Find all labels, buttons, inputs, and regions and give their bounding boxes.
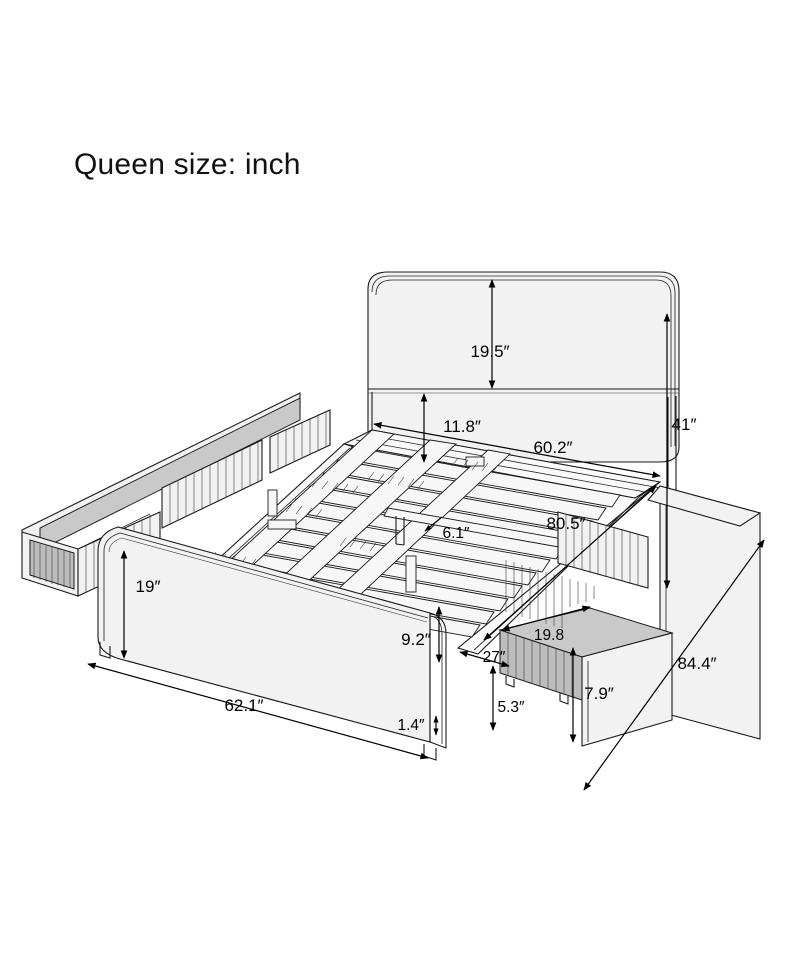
dim-label-6-1: 6.1″ [442,525,470,542]
left-wire-basket-far [269,409,331,474]
dim-label-11-8: 11.8″ [443,417,481,436]
dim-headboard-upper: 19.5″ [470,279,510,389]
dim-overall-length: 84.4″ [583,539,765,791]
dim-label-5-3: 5.3″ [497,699,525,716]
dim-drawer-width: 19.8 [501,605,591,644]
dim-drawer-interior-height: 5.3″ [489,665,525,731]
support-legs [267,489,417,593]
dim-label-7-9: 7.9″ [584,684,614,703]
headboard [367,271,680,520]
dim-clearance: 9.2″ [401,606,443,663]
dim-slat-spacing: 6.1″ [424,516,470,542]
page-title: Queen size: inch [74,148,301,181]
dim-label-19-5: 19.5″ [470,342,509,361]
dim-label-41: 41″ [672,415,697,434]
dim-label-84-4: 84.4″ [677,654,716,673]
dim-interior-width: 60.2″ [373,422,661,478]
left-wire-basket-rear [161,439,263,529]
dim-label-1-4: 1.4″ [397,717,425,734]
dim-label-27: 27″ [483,649,506,666]
dim-label-80-5: 80.5″ [546,514,585,533]
dim-label-9-2: 9.2″ [401,630,431,649]
dim-label-19: 19″ [136,577,161,596]
dim-footboard-height: 19″ [120,550,161,659]
dim-label-62-1: 62.1″ [224,696,263,715]
dim-label-60-2: 60.2″ [533,438,572,457]
dim-label-19-8: 19.8 [534,627,564,644]
dim-frame-thickness: 1.4″ [397,715,439,736]
dim-overall-width: 62.1″ [87,662,429,760]
dim-drawer-depth: 27″ [459,649,510,668]
